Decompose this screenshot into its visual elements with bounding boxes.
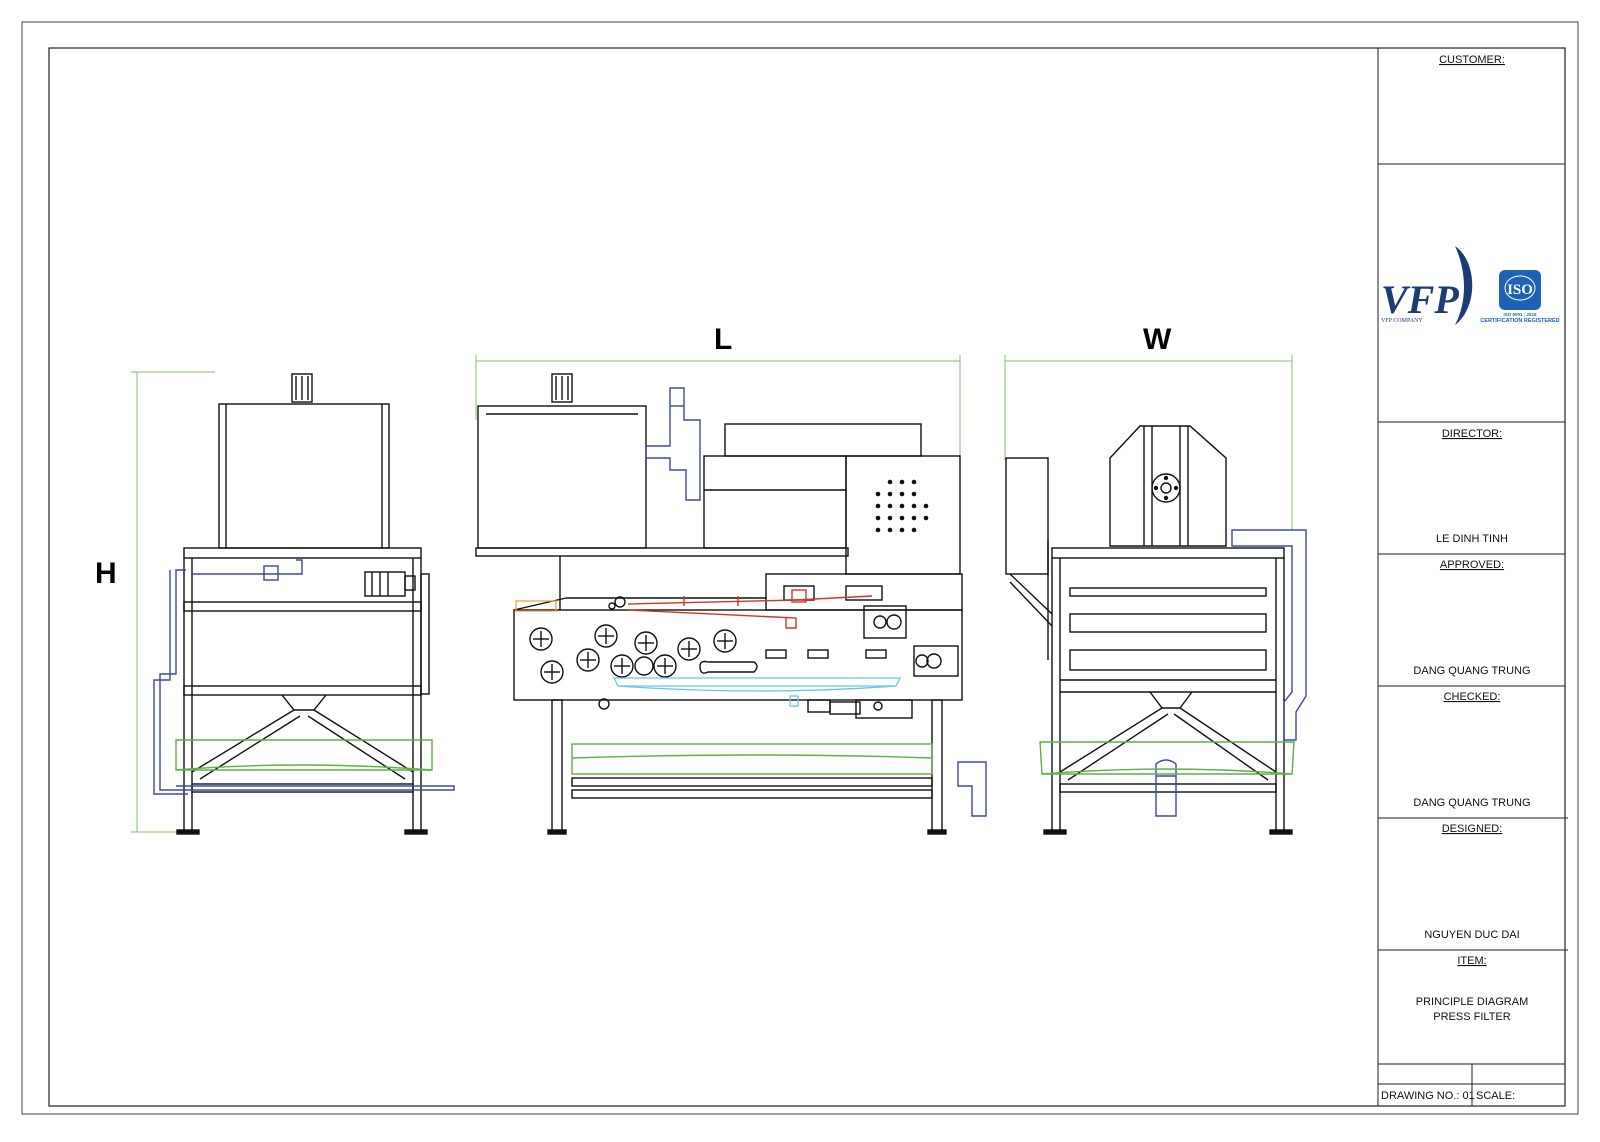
approved-label: APPROVED: (1440, 559, 1504, 571)
approved-name: DANG QUANG TRUNG (1413, 665, 1530, 677)
drawing-frame (48, 47, 1566, 1107)
end-view-tray (1039, 741, 1295, 775)
end-view (1005, 425, 1293, 835)
outer-frame (21, 21, 1579, 1115)
front-view-pipes (645, 387, 987, 817)
front-view-tray (571, 743, 933, 775)
director-name: LE DINH TINH (1436, 533, 1508, 545)
side-view-left-pipes (153, 559, 455, 795)
director-label: DIRECTOR: (1442, 428, 1502, 440)
vfp-logo-mark: VFP (1381, 277, 1459, 322)
customer-label: CUSTOMER: (1439, 54, 1505, 66)
iso-logo: ISO ISO 9001 : 2015 CERTIFICATION REGIST… (1480, 270, 1560, 324)
iso-cert-text: CERTIFICATION REGISTERED (1480, 318, 1559, 324)
roller-set (529, 596, 758, 684)
iso-badge-text: ISO (1507, 282, 1533, 298)
dimension-w-label: W (1143, 323, 1172, 356)
end-view-pipes (1155, 529, 1307, 817)
title-block (1377, 48, 1568, 1106)
side-view-left-tray (175, 739, 433, 771)
front-view-orange-part (515, 600, 557, 612)
dimension-h-label: H (95, 557, 117, 590)
dimension-l-label: L (714, 323, 732, 356)
item-line-2: PRESS FILTER (1433, 1011, 1510, 1023)
scale-label: SCALE: (1476, 1090, 1515, 1102)
drawing-number: DRAWING NO.: 01 (1381, 1090, 1475, 1102)
iso-standard-text: ISO 9001 : 2015 (1503, 312, 1537, 317)
vfp-logo: VFP VFP COMPANY (1381, 246, 1473, 325)
vfp-company-name: VFP COMPANY (1381, 318, 1423, 324)
vent-holes (875, 479, 929, 533)
checked-name: DANG QUANG TRUNG (1413, 797, 1530, 809)
front-view-drip-tray (612, 677, 902, 707)
item-line-1: PRINCIPLE DIAGRAM (1416, 996, 1528, 1008)
dimension-lines (131, 355, 1293, 833)
checked-label: CHECKED: (1444, 691, 1501, 703)
item-label: ITEM: (1457, 955, 1486, 967)
designed-label: DESIGNED: (1442, 823, 1503, 835)
side-view-left (176, 373, 430, 835)
front-view-red-path (627, 589, 873, 629)
designed-name: NGUYEN DUC DAI (1424, 929, 1519, 941)
front-view (475, 373, 963, 835)
